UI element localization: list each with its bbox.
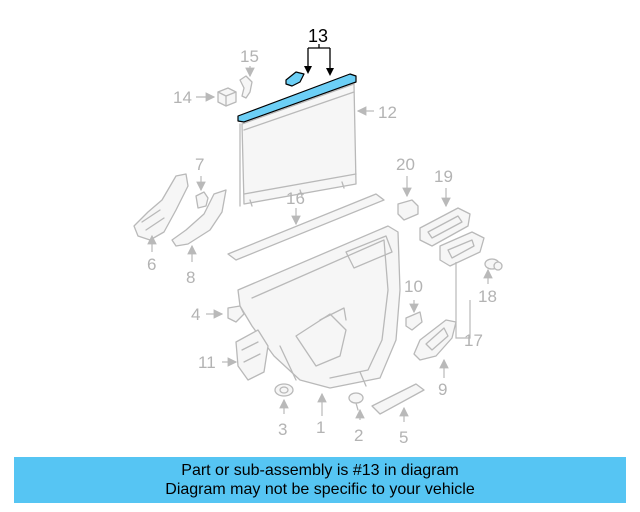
part-8-trim	[171, 189, 227, 247]
callout-15: 15	[240, 47, 259, 66]
callout-13: 13	[308, 26, 328, 46]
parts-diagram: 13 12 14 15 16 6 7 8	[133, 26, 503, 447]
part-11-bracket	[235, 329, 269, 381]
callout-4: 4	[191, 305, 200, 324]
part-15-hook	[239, 75, 253, 99]
part-1-door-panel	[237, 225, 401, 389]
part-7-clip	[195, 191, 209, 209]
part-6-handle-trim	[133, 173, 189, 241]
part-20-switch	[397, 199, 419, 221]
callout-1: 1	[316, 418, 325, 437]
callout-7: 7	[195, 155, 204, 174]
part-19-handle-housing	[419, 207, 471, 247]
callout-19: 19	[434, 167, 453, 186]
part-16-strip	[227, 193, 385, 261]
callout-17: 17	[464, 331, 483, 350]
callout-18: 18	[478, 287, 497, 306]
part-18-cap	[484, 258, 503, 271]
part-10-clip	[405, 311, 423, 331]
banner-line-1: Part or sub-assembly is #13 in diagram	[181, 462, 459, 479]
callout-9: 9	[438, 380, 447, 399]
callout-12: 12	[378, 103, 397, 122]
callout-2: 2	[354, 426, 363, 445]
callout-11: 11	[198, 353, 216, 372]
part-14-clip	[217, 87, 237, 107]
callout-6: 6	[147, 255, 156, 274]
part-4-clip	[227, 305, 245, 323]
part-9-bezel	[413, 319, 457, 361]
part-5-reflector	[371, 383, 425, 415]
callout-3: 3	[278, 420, 287, 439]
part-17-inner-handle	[439, 231, 485, 267]
info-banner: Part or sub-assembly is #13 in diagram D…	[14, 457, 626, 503]
callout-16: 16	[286, 189, 305, 208]
callout-10: 10	[404, 277, 423, 296]
part-2-screw	[348, 392, 364, 411]
callout-14: 14	[173, 88, 192, 107]
callout-8: 8	[186, 268, 195, 287]
part-13-belt-moulding[interactable]	[237, 71, 357, 123]
callout-13-leader	[304, 44, 334, 76]
callout-5: 5	[399, 428, 408, 447]
callout-20: 20	[396, 155, 415, 174]
part-12-sunshade	[239, 83, 357, 207]
banner-line-2: Diagram may not be specific to your vehi…	[165, 481, 475, 498]
part-3-grommet	[274, 383, 294, 397]
